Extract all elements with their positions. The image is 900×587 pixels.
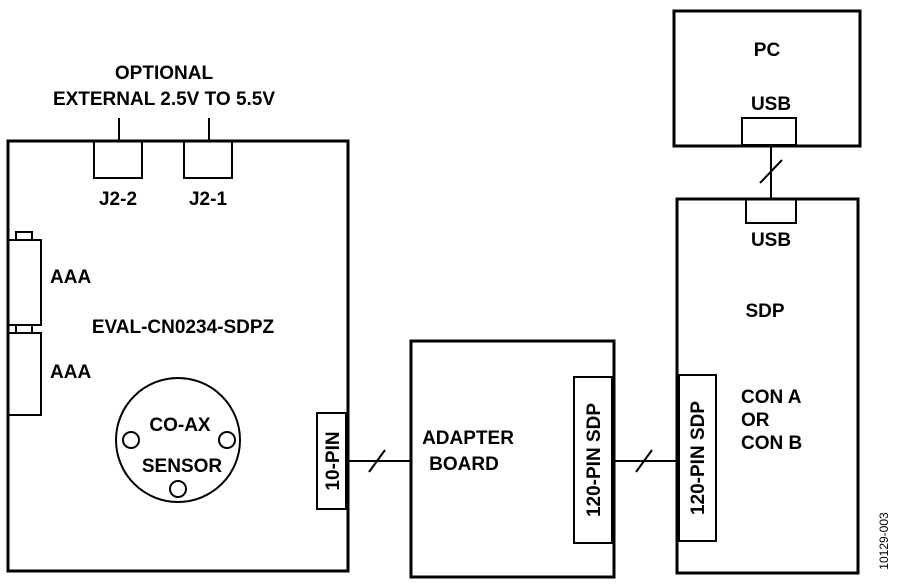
figure-id: 10129-003 (877, 512, 891, 570)
pc-name: PC (754, 40, 781, 61)
header-10-pin (316, 412, 347, 510)
connector-j2-2-label: J2-2 (99, 189, 137, 210)
sdp-usb-port (745, 198, 797, 224)
bus-slash-usb (759, 159, 783, 184)
adapter-label-line2: BOARD (429, 454, 499, 475)
eval-board (6, 139, 350, 573)
sdp-connector-label: 120-PIN SDP (688, 401, 709, 515)
sdp-con-line2: OR (741, 410, 770, 431)
connector-j2-2 (93, 140, 143, 179)
header-10-pin-label: 10-PIN (323, 431, 344, 490)
battery-top (7, 239, 42, 326)
sdp-con-line1: CON A (741, 387, 802, 408)
connector-j2-1-label: J2-1 (189, 189, 227, 210)
sdp-name: SDP (745, 301, 784, 322)
adapter-board (409, 339, 616, 579)
supply-label-line1: OPTIONAL (115, 63, 214, 84)
sdp-board (675, 197, 860, 575)
pc-box (672, 9, 862, 148)
adapter-label-line1: ADAPTER (422, 428, 514, 449)
supply-label-line2: EXTERNAL 2.5V TO 5.5V (53, 89, 275, 110)
battery-top-terminal (15, 231, 33, 241)
connector-j2-1 (183, 140, 233, 179)
adapter-connector-120-pin (573, 376, 613, 544)
co-ax-sensor (115, 377, 241, 503)
sdp-usb-label: USB (751, 230, 791, 251)
battery-top-label: AAA (50, 267, 91, 288)
sensor-pin-bottom (169, 480, 187, 498)
pc-usb-port (741, 117, 797, 146)
bus-slash-adapter-sdp (635, 449, 653, 473)
battery-bottom (7, 332, 42, 416)
sdp-connector-120-pin (678, 374, 717, 542)
sensor-pin-left (122, 431, 140, 449)
sensor-label-line2: SENSOR (142, 456, 223, 477)
sensor-pin-right (218, 431, 236, 449)
battery-bottom-terminal (15, 324, 33, 334)
bus-slash-eval-adapter (368, 449, 386, 473)
eval-board-name: EVAL-CN0234-SDPZ (92, 317, 275, 338)
pc-usb-label: USB (751, 94, 791, 115)
battery-bottom-label: AAA (50, 362, 91, 383)
sensor-label-line1: CO-AX (149, 415, 211, 436)
adapter-connector-label: 120-PIN SDP (584, 403, 605, 517)
sdp-con-line3: CON B (741, 433, 802, 454)
